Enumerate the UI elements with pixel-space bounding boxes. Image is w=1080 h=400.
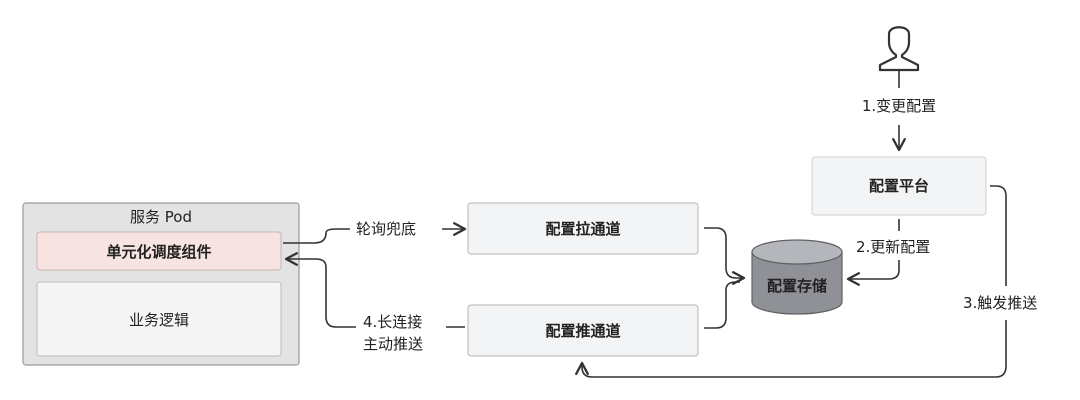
push-channel-box[interactable] <box>467 304 699 357</box>
push-connector <box>284 252 356 328</box>
poll-label: 轮询兜底 <box>356 220 416 238</box>
pull-channel-label: 配置拉通道 <box>545 220 620 238</box>
trigger-connector-top <box>990 185 1007 286</box>
scheduling-component-box[interactable] <box>36 231 282 271</box>
scheduling-component-label: 单元化调度组件 <box>106 243 211 261</box>
business-logic-label: 业务逻辑 <box>129 311 189 329</box>
push-to-storage-connector <box>704 281 740 329</box>
config-storage-cylinder[interactable] <box>751 239 843 315</box>
user-icon <box>878 26 920 72</box>
update-connector <box>846 260 900 286</box>
trigger-label: 3.触发推送 <box>963 294 1037 312</box>
service-pod: 服务 Pod 单元化调度组件 业务逻辑 <box>22 202 300 366</box>
update-label: 2.更新配置 <box>856 238 930 256</box>
config-platform-box[interactable] <box>811 156 987 216</box>
change-label: 1.变更配置 <box>862 97 936 115</box>
push-channel-label: 配置推通道 <box>545 322 620 340</box>
business-logic-box[interactable] <box>36 281 282 357</box>
config-storage-label: 配置存储 <box>767 277 827 295</box>
pull-channel-box[interactable] <box>467 202 699 255</box>
pod-title: 服务 Pod <box>130 208 192 226</box>
trigger-connector-bottom <box>575 320 1007 378</box>
long-connection-label-2: 主动推送 <box>363 335 423 353</box>
pull-to-storage-connector <box>704 227 746 285</box>
config-platform-label: 配置平台 <box>869 177 929 195</box>
long-connection-label-1: 4.长连接 <box>363 313 422 331</box>
poll-connector <box>283 228 350 244</box>
